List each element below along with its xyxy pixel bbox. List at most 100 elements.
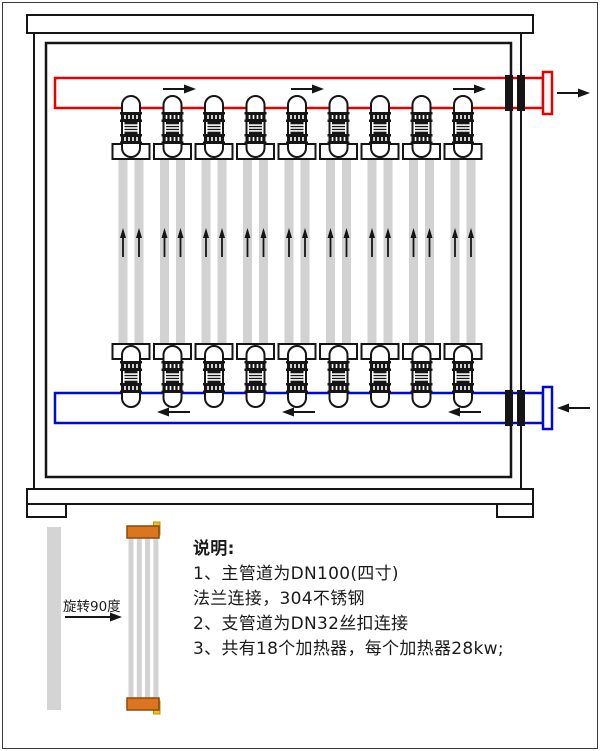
fitting-bellows-groove — [332, 373, 345, 375]
element-tube — [128, 537, 134, 699]
fitting-bellows-groove — [332, 127, 345, 129]
fitting-nut-rib — [456, 137, 458, 141]
element-tube — [153, 537, 159, 699]
fitting-bellows-groove — [415, 379, 428, 381]
fitting-nut-rib — [302, 386, 304, 390]
element-side-view-bar — [47, 527, 61, 710]
fitting-nut-rib — [207, 115, 209, 119]
fitting-disc — [244, 361, 267, 364]
fitting-nut-rib — [339, 137, 342, 141]
fitting-nut-rib — [290, 115, 292, 119]
fitting-nut-rib — [248, 115, 251, 119]
fitting-disc — [161, 361, 184, 364]
fitting-nut — [329, 114, 348, 120]
fitting-nut-rib — [385, 386, 387, 390]
fitting-bellows-groove — [290, 130, 304, 132]
fitting-nut-rib — [464, 137, 466, 141]
fitting-disc — [244, 112, 267, 115]
fitting-nut-rib — [211, 386, 213, 390]
fitting-nut-rib — [211, 364, 213, 368]
fitting-nut — [412, 363, 431, 369]
fitting-disc — [452, 361, 474, 364]
fitting-nut-rib — [124, 137, 126, 141]
fitting-nut-rib — [298, 386, 300, 390]
fitting-nut-rib — [373, 137, 375, 141]
fitting-nut-rib — [331, 386, 334, 390]
fitting-disc — [120, 361, 142, 364]
fitting-disc — [203, 368, 225, 371]
fitting-nut — [246, 114, 265, 120]
fitting-nut — [246, 136, 265, 142]
arrow-head — [578, 88, 590, 98]
fitting-disc — [244, 141, 267, 144]
fitting-nut-rib — [381, 137, 383, 141]
fitting-bellows-groove — [456, 373, 470, 375]
fitting-nut-rib — [335, 386, 338, 390]
fitting-nut-rib — [260, 386, 263, 390]
fitting-nut-rib — [385, 137, 387, 141]
fitting-nut-rib — [169, 386, 172, 390]
fitting-nut-rib — [468, 137, 470, 141]
fitting-disc — [327, 119, 350, 122]
cold-flow-arrow — [448, 407, 481, 417]
fitting-nut — [246, 363, 265, 369]
fitting-nut-rib — [248, 364, 251, 368]
element-tube — [145, 537, 151, 699]
fitting-disc — [120, 119, 142, 122]
fitting-nut-rib — [207, 137, 209, 141]
fitting-bellows-groove — [249, 124, 262, 126]
fitting-bellows-groove — [373, 130, 387, 132]
fitting-nut — [453, 136, 473, 142]
fitting-nut-rib — [124, 386, 126, 390]
inlet-pipe-wall-flange-bar — [517, 390, 525, 426]
fitting-nut-rib — [381, 386, 383, 390]
fitting-nut — [204, 385, 224, 391]
fitting-bellows-groove — [249, 130, 262, 132]
arrow-head — [557, 403, 569, 413]
tube-flow-arrow-head — [244, 228, 251, 238]
fitting-nut-rib — [256, 386, 259, 390]
fitting-bellows-groove — [373, 373, 387, 375]
fitting-disc — [410, 141, 433, 144]
fitting-nut-rib — [418, 386, 421, 390]
fitting-bellows-groove — [124, 130, 138, 132]
fitting-nut — [163, 385, 182, 391]
fitting-bellows-groove — [166, 376, 179, 378]
fitting-nut-rib — [460, 364, 462, 368]
fitting-nut-rib — [464, 386, 466, 390]
fitting-nut-rib — [464, 115, 466, 119]
fitting-bellows-groove — [415, 124, 428, 126]
fitting-nut-rib — [414, 115, 417, 119]
hot-flow-arrow — [163, 84, 196, 94]
fitting-nut-rib — [468, 115, 470, 119]
element-cap-top — [126, 525, 160, 539]
fitting-nut — [412, 385, 431, 391]
fitting-nut-rib — [219, 364, 221, 368]
fitting-nut — [163, 114, 182, 120]
fitting-nut-rib — [418, 137, 421, 141]
fitting-nut-rib — [468, 386, 470, 390]
fitting-disc — [369, 119, 391, 122]
fitting-nut-rib — [215, 364, 217, 368]
fitting-nut-rib — [414, 386, 417, 390]
fitting-disc — [161, 134, 184, 137]
fitting-disc — [452, 390, 474, 393]
fitting-disc — [327, 368, 350, 371]
fitting-nut-rib — [136, 137, 138, 141]
fitting-nut — [412, 114, 431, 120]
fitting-nut-rib — [381, 364, 383, 368]
fitting-nut — [370, 385, 390, 391]
fitting-nut — [163, 136, 182, 142]
fitting-nut-rib — [177, 386, 180, 390]
tube-flow-arrow-head — [120, 228, 126, 238]
fitting-bellows-groove — [290, 373, 304, 375]
fitting-nut-rib — [128, 386, 130, 390]
element-rotated-view — [126, 521, 161, 715]
tube-flow-arrow-head — [410, 228, 417, 238]
fitting-nut-rib — [331, 364, 334, 368]
fitting-nut — [204, 136, 224, 142]
fitting-nut-rib — [456, 364, 458, 368]
fitting-nut-rib — [426, 386, 429, 390]
